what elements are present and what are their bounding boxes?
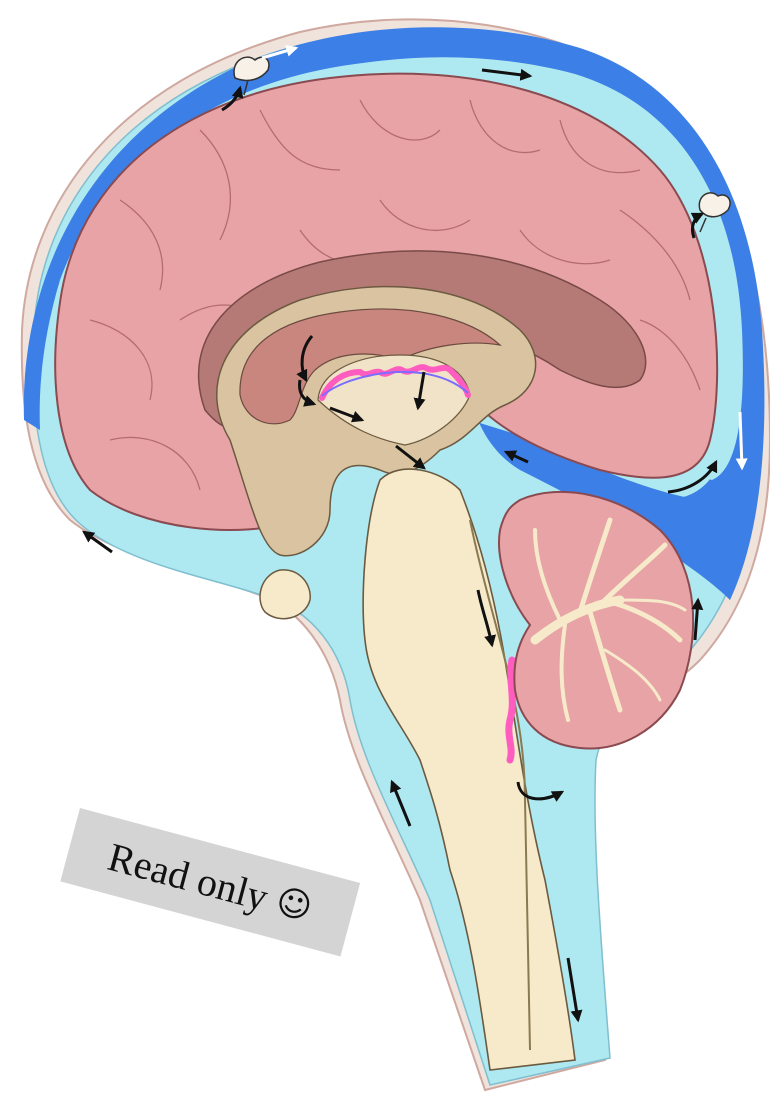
choroid-plexus-fourth-ventricle — [509, 660, 512, 760]
venous-arrow — [740, 412, 742, 468]
smiley-face-icon: ☺ — [272, 881, 317, 929]
pituitary-gland — [260, 570, 310, 619]
